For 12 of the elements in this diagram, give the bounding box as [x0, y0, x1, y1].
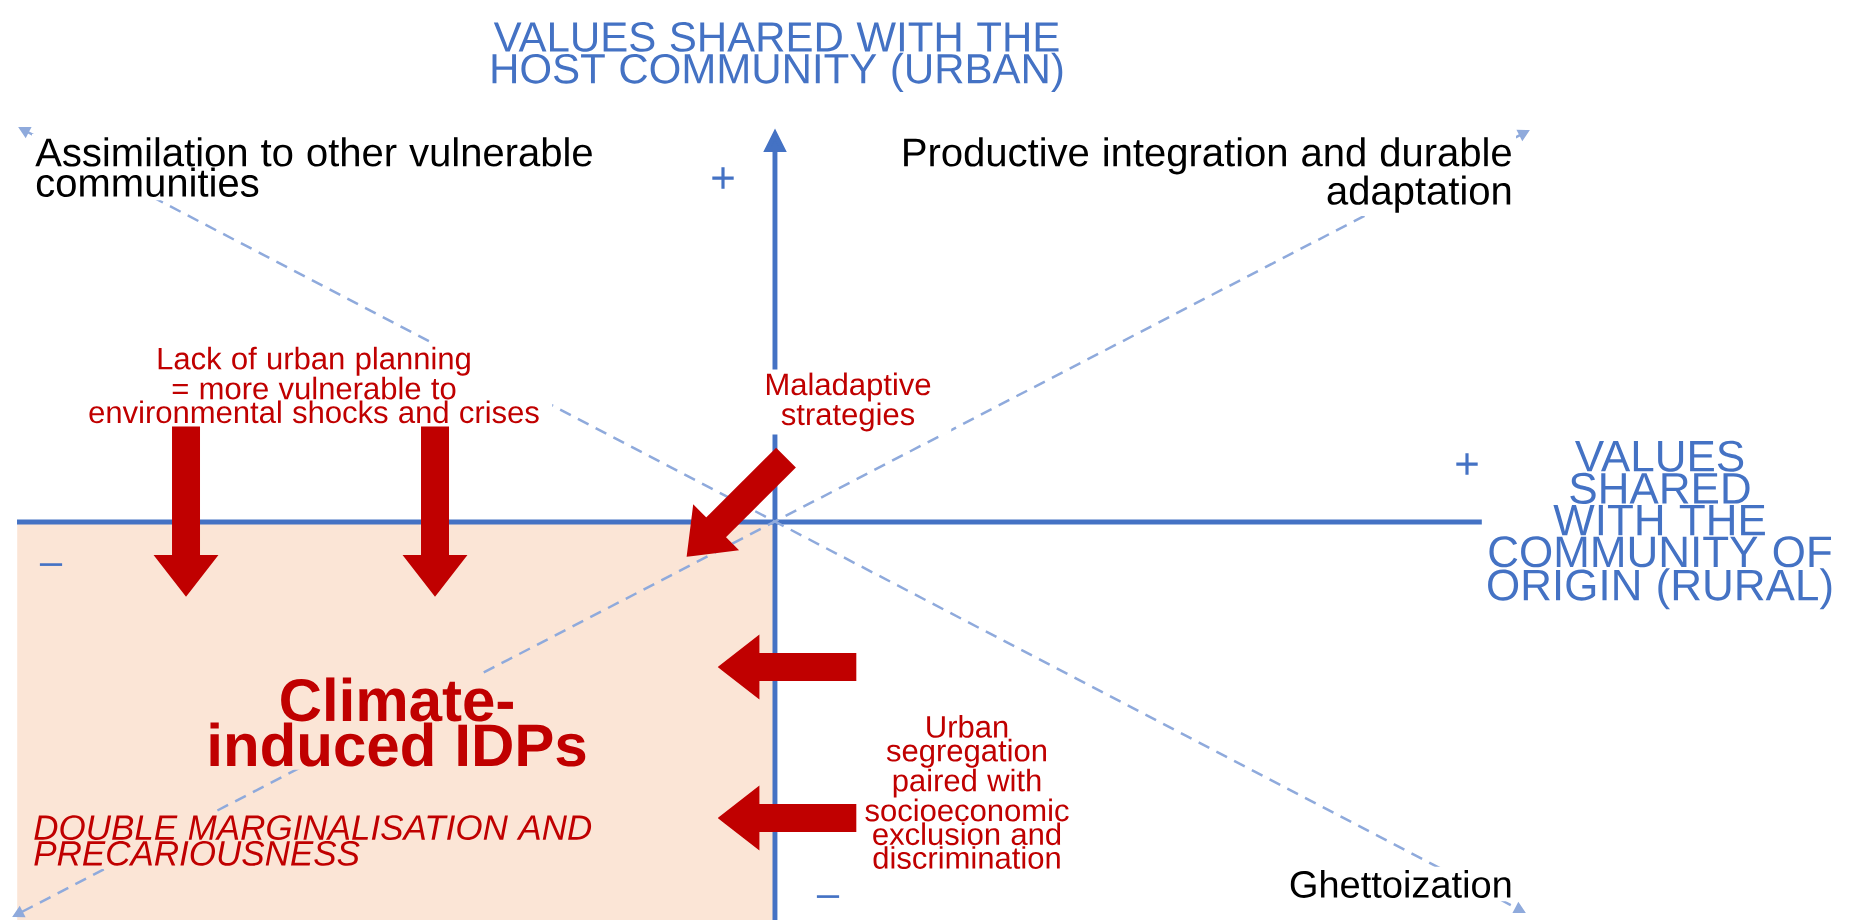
annotation-text: Urban segregation paired with socioeconomic exclusion and discrimination	[865, 715, 1069, 869]
annotation-text: Maladaptive strategies	[767, 372, 931, 432]
minus-sign: –	[816, 895, 840, 898]
plus-sign: +	[712, 167, 734, 189]
annotation-text: Lack of urban planning = more vulnerable to environmental shocks and crises	[89, 346, 539, 424]
plus-sign: +	[1456, 453, 1478, 475]
minus-sign: –	[39, 563, 63, 566]
quadrant-label: Ghettoization	[1290, 870, 1511, 898]
axis-title: VALUES SHARED WITH THE HOST COMMUNITY (URBAN)	[492, 22, 1063, 92]
quadrant-label: Productive integration and durable adaptation	[904, 137, 1511, 213]
axis-title: VALUES SHARED WITH THE COMMUNITY OF ORIGIN (RURAL)	[1488, 440, 1832, 610]
quadrant-label: Assimilation to other vulnerable communities	[35, 137, 592, 197]
